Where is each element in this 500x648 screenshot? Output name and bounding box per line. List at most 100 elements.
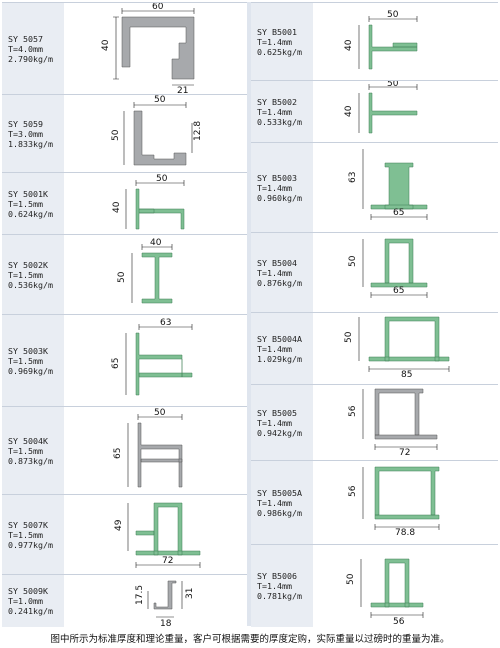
dim-height: 50 [111, 129, 121, 141]
profile-drawing: 50 65 [64, 407, 247, 495]
dim-height: 50 [344, 331, 354, 343]
profile-row-sy5002k: SY 5002K T=1.5mm 0.536kg/m 40 50 [2, 234, 247, 315]
profile-drawing: 56 78.8 [313, 461, 498, 545]
profile-svg: 63 65 [348, 149, 428, 220]
dim-lip: 12.8 [193, 121, 203, 141]
spec-box: SY B5003 T=1.4mm 0.960kg/m [251, 143, 313, 233]
spec-box: SY 5009K T=1.0mm 0.241kg/m [2, 575, 64, 627]
spec-box: SY 5003K T=1.5mm 0.969kg/m [2, 315, 64, 407]
spec-box: SY B5004 T=1.4mm 0.876kg/m [251, 233, 313, 313]
weight-label: 2.790kg/m [8, 54, 53, 64]
dim-width: 78.8 [395, 528, 415, 538]
model-label: SY B5001 [257, 27, 297, 37]
profile-drawing: 50 56 [313, 545, 498, 627]
profile-row-sy5004k: SY 5004K T=1.5mm 0.873kg/m 50 65 [2, 406, 247, 495]
profile-section [153, 580, 177, 610]
thickness-label: T=1.5mm [8, 270, 43, 280]
model-label: SY 5004K [8, 436, 48, 446]
thickness-label: T=1.4mm [257, 498, 292, 508]
profile-drawing: 50 40 [313, 81, 498, 143]
profile-svg: 50 65 [348, 238, 428, 298]
profile-row-syb5005: SY B5005 T=1.4mm 0.942kg/m 56 72 [251, 384, 498, 461]
profile-svg: 50 50 12.8 [111, 95, 203, 166]
dim-width: 65 [393, 286, 404, 296]
dim-width: 50 [154, 408, 166, 418]
dim-height: 65 [113, 448, 123, 459]
dim-height: 49 [114, 519, 124, 531]
model-label: SY B5003 [257, 173, 297, 183]
profile-row-sy5003k: SY 5003K T=1.5mm 0.969kg/m 63 65 [2, 314, 247, 407]
dim-width: 40 [150, 238, 162, 248]
thickness-label: T=1.5mm [8, 199, 43, 209]
profile-svg: 60 40 21 [101, 3, 195, 95]
profile-section [368, 316, 450, 362]
weight-label: 0.536kg/m [8, 280, 53, 290]
profile-row-sy5007k: SY 5007K T=1.5mm 0.977kg/m 49 72 [2, 494, 247, 575]
thickness-label: T=1.4mm [257, 344, 292, 354]
spec-box: SY B5002 T=1.4mm 0.533kg/m [251, 81, 313, 143]
profile-drawing: 56 72 [313, 385, 498, 461]
profile-section [370, 558, 424, 608]
profile-svg: 63 65 [111, 318, 193, 396]
profile-section [370, 162, 428, 210]
thickness-label: T=1.5mm [8, 530, 43, 540]
dim-height: 40 [112, 201, 122, 213]
dim-height: 40 [101, 39, 111, 51]
model-label: SY 5001K [8, 189, 48, 199]
model-label: SY 5003K [8, 346, 48, 356]
spec-box: SY B5006 T=1.4mm 0.781kg/m [251, 545, 313, 627]
weight-label: 0.624kg/m [8, 209, 53, 219]
weight-label: 0.986kg/m [257, 508, 302, 518]
dim-height: 50 [346, 573, 356, 585]
weight-label: 0.969kg/m [8, 366, 53, 376]
dim-width: 50 [156, 174, 168, 184]
profile-row-syb5004: SY B5004 T=1.4mm 0.876kg/m 50 65 [251, 232, 498, 313]
profile-svg: 50 40 [112, 174, 185, 230]
profile-svg: 17.5 31 18 [135, 580, 195, 627]
model-label: SY B5005 [257, 408, 297, 418]
profile-section [141, 252, 173, 304]
profile-svg: 49 72 [114, 502, 201, 568]
spec-box: SY B5001 T=1.4mm 0.625kg/m [251, 3, 313, 81]
profile-row-syb5005a: SY B5005A T=1.4mm 0.986kg/m 56 78.8 [251, 460, 498, 545]
profile-row-syb5004a: SY B5004A T=1.4mm 1.029kg/m 50 85 [251, 312, 498, 385]
dim-width: 50 [387, 81, 399, 89]
dim-width: 60 [152, 3, 164, 12]
weight-label: 0.873kg/m [8, 456, 53, 466]
dim-height: 40 [344, 39, 354, 51]
profile-section [121, 16, 195, 80]
profile-section [370, 238, 428, 288]
weight-label: 0.533kg/m [257, 117, 302, 127]
weight-label: 0.781kg/m [257, 591, 302, 601]
profile-drawing: 50 65 [313, 233, 498, 313]
spec-box: SY B5005 T=1.4mm 0.942kg/m [251, 385, 313, 461]
profile-row-syb5006: SY B5006 T=1.4mm 0.781kg/m 50 56 [251, 544, 498, 627]
profile-row-syb5002: SY B5002 T=1.4mm 0.533kg/m 50 40 [251, 80, 498, 143]
thickness-label: T=1.0mm [8, 596, 43, 606]
profile-row-sy5059: SY 5059 T=3.0mm 1.833kg/m 50 50 12.8 [2, 94, 247, 173]
profile-svg: 50 65 [113, 408, 183, 488]
dim-height: 31 [185, 588, 195, 599]
profile-drawing: 50 40 [64, 173, 247, 235]
profile-svg: 56 78.8 [348, 466, 440, 538]
dim-width: 85 [401, 370, 412, 380]
dim-width: 72 [162, 556, 173, 566]
dim-height: 56 [348, 485, 358, 497]
profile-svg: 50 40 [344, 10, 418, 70]
profile-section [368, 92, 418, 134]
profile-drawing: 60 40 21 [64, 3, 247, 95]
weight-label: 1.029kg/m [257, 354, 302, 364]
profile-row-sy5009k: SY 5009K T=1.0mm 0.241kg/m 17.5 31 18 [2, 574, 247, 627]
thickness-label: T=1.5mm [8, 446, 43, 456]
dim-width: 63 [160, 318, 171, 328]
spec-box: SY 5001K T=1.5mm 0.624kg/m [2, 173, 64, 235]
profile-svg: 50 40 [344, 81, 418, 134]
profile-row-syb5001: SY B5001 T=1.4mm 0.625kg/m 50 40 [251, 2, 498, 81]
dim-height: 63 [348, 172, 358, 183]
profile-section [374, 388, 438, 440]
dim-width: 72 [399, 448, 410, 458]
weight-label: 0.977kg/m [8, 540, 53, 550]
model-label: SY B5002 [257, 97, 297, 107]
profile-drawing: 49 72 [64, 495, 247, 575]
dim-width: 65 [393, 208, 404, 218]
